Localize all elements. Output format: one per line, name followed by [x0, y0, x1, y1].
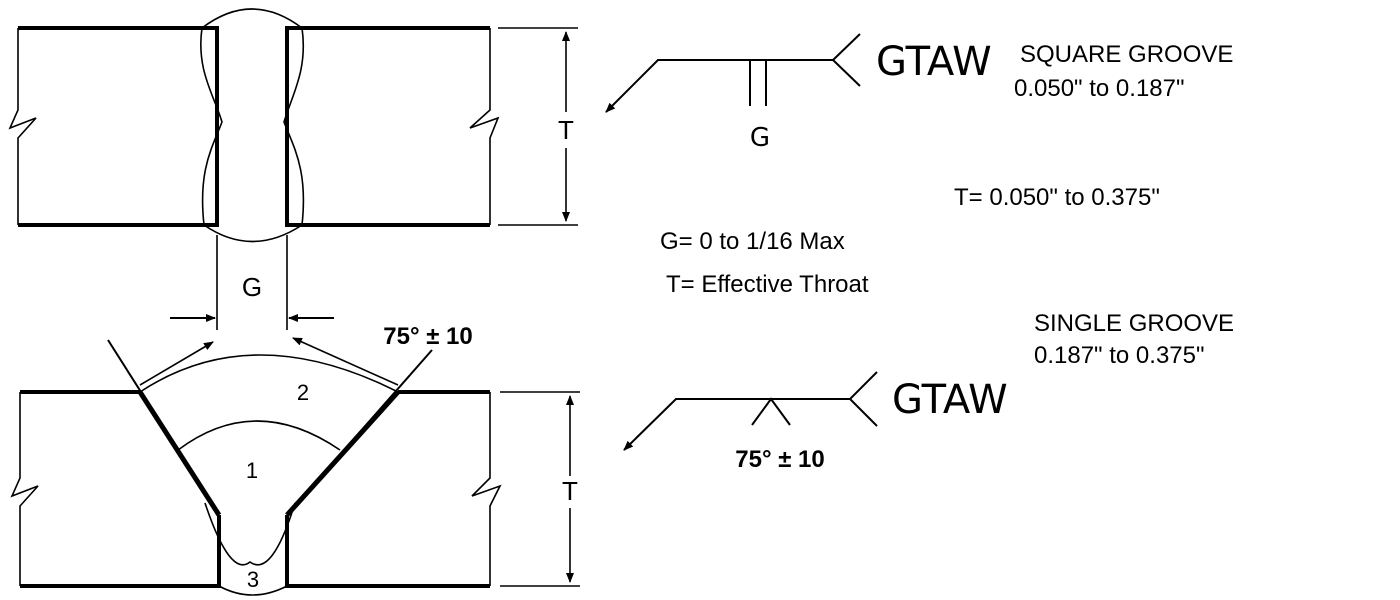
gap-max-note: G= 0 to 1/16 Max: [660, 228, 845, 255]
v-groove-icon: [751, 397, 791, 426]
joint-range: 0.187" to 0.375": [1034, 342, 1205, 369]
square-groove-joint: G T: [8, 8, 578, 330]
gap-label: G: [242, 272, 262, 302]
angle-label: 75° ± 10: [383, 323, 473, 350]
throat-note: T= Effective Throat: [666, 271, 869, 298]
joint-title: SINGLE GROOVE: [1034, 310, 1234, 337]
thickness-range-note: T= 0.050" to 0.375": [954, 184, 1160, 211]
arrow-icon: [292, 337, 399, 386]
square-groove-symbol: G GTAW SQUARE GROOVE 0.050" to 0.187": [605, 33, 1233, 153]
right-plate-top: [285, 26, 490, 227]
right-plate-bottom: [285, 390, 490, 588]
thickness-label: T: [558, 115, 574, 145]
tail-icon: [831, 33, 861, 87]
break-line-icon: [471, 392, 502, 586]
arrow-icon: [623, 398, 850, 451]
notes: T= 0.050" to 0.375" G= 0 to 1/16 Max T= …: [660, 184, 1160, 298]
tail-icon: [848, 371, 878, 427]
process-label: GTAW: [876, 39, 992, 85]
break-line-icon: [469, 28, 500, 225]
joint-title: SQUARE GROOVE: [1020, 41, 1233, 68]
break-line-icon: [10, 392, 39, 586]
arrow-icon: [605, 59, 833, 113]
thickness-label: T: [562, 476, 578, 506]
arrow-icon: [139, 341, 214, 386]
process-label: GTAW: [892, 377, 1008, 423]
pass-label-2: 2: [297, 380, 309, 405]
joint-range: 0.050" to 0.187": [1014, 75, 1185, 102]
pass-label-3: 3: [247, 567, 259, 592]
symbol-angle-label: 75° ± 10: [735, 446, 825, 473]
root-reinforcement: [218, 585, 288, 596]
weld-bead-outline: [200, 8, 305, 243]
left-plate-bottom: [20, 390, 221, 588]
root-pass: [204, 502, 296, 566]
symbol-gap-label: G: [750, 123, 770, 153]
pass-2-cap: [139, 354, 399, 393]
pass-label-1: 1: [246, 458, 258, 483]
break-line-icon: [8, 28, 37, 225]
left-plate-top: [18, 26, 219, 227]
pass-1-fill: [177, 420, 341, 451]
single-groove-joint: 75° ± 10 2 1 3 T: [10, 323, 580, 596]
single-groove-symbol: SINGLE GROOVE 0.187" to 0.375" GTAW 75° …: [623, 310, 1234, 473]
